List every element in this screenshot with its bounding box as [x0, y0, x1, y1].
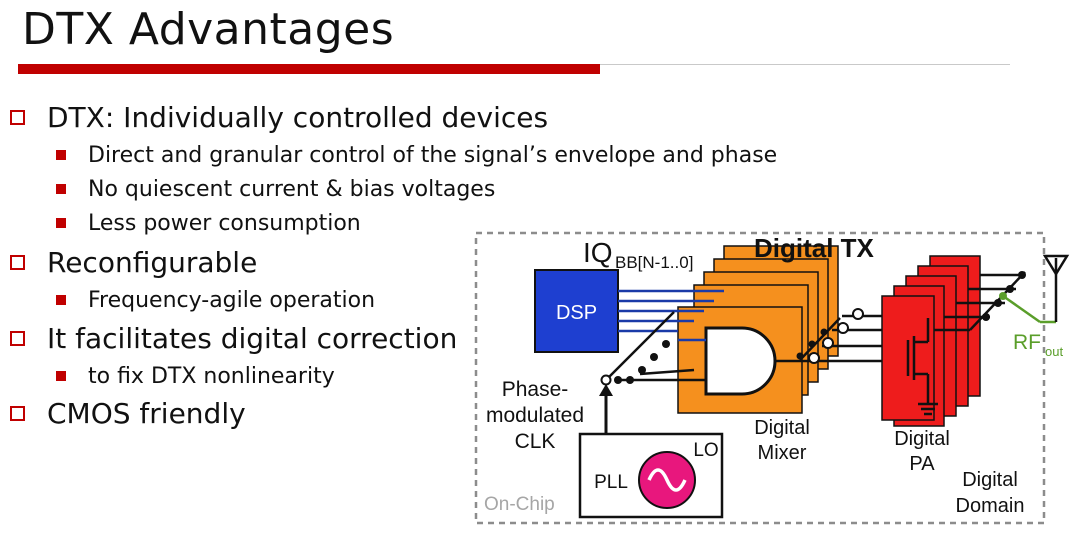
rf-out-label: RF: [1013, 331, 1041, 354]
digital-pa-stack: [881, 255, 981, 427]
hollow-square-bullet-icon: [10, 406, 25, 421]
bullet-text: CMOS friendly: [47, 397, 246, 430]
bullet-l2: Direct and granular control of the signa…: [56, 143, 777, 168]
junction-dot-icon: [626, 376, 634, 384]
domain-label-line1: Digital: [962, 469, 1018, 491]
bullet-l2: to fix DTX nonlinearity: [56, 364, 335, 389]
bullet-l1: Reconfigurable: [10, 246, 257, 279]
antenna-icon: [1042, 254, 1070, 277]
and-gate-icon: [704, 326, 777, 396]
phase-label-line1: Phase-: [502, 378, 569, 401]
junction-dot-icon: [638, 366, 646, 374]
output-node-icon: [837, 322, 849, 334]
output-node-icon: [822, 337, 834, 349]
junction-dot-icon: [796, 352, 804, 360]
dsp-label: DSP: [556, 302, 597, 324]
output-node-icon: [808, 352, 820, 364]
iq-subscript: BB[N-1..0]: [615, 253, 693, 272]
lo-label: LO: [693, 440, 718, 461]
bullet-l1: CMOS friendly: [10, 397, 246, 430]
sine-wave-icon: [647, 468, 687, 492]
transistor-icon: [906, 318, 938, 416]
digital-mixer-stack: [677, 245, 839, 414]
pa-label-line2: PA: [909, 453, 935, 475]
bullet-text: It facilitates digital correction: [47, 322, 458, 355]
junction-dot-icon: [994, 299, 1002, 307]
pa-label-line1: Digital: [894, 428, 950, 450]
clk-node-icon: [600, 374, 612, 386]
bullet-l1: It facilitates digital correction: [10, 322, 457, 355]
up-arrow-icon: [599, 384, 613, 396]
bullet-text: Reconfigurable: [47, 246, 258, 279]
filled-square-bullet-icon: [56, 295, 66, 305]
junction-dot-icon: [614, 376, 622, 384]
clock-lines: [605, 311, 706, 382]
hollow-square-bullet-icon: [10, 331, 25, 346]
digital-tx-label: Digital TX: [754, 233, 875, 263]
bullet-text: No quiescent current & bias voltages: [88, 177, 496, 202]
domain-label-line2: Domain: [956, 495, 1025, 517]
hollow-square-bullet-icon: [10, 255, 25, 270]
mixer-label-line1: Digital: [754, 417, 810, 439]
junction-dot-icon: [1006, 285, 1014, 293]
phase-label-line2: modulated: [486, 404, 584, 427]
filled-square-bullet-icon: [56, 371, 66, 381]
junction-dot-icon: [820, 328, 828, 336]
bullet-l2: Frequency-agile operation: [56, 288, 375, 313]
bullet-text: Frequency-agile operation: [88, 288, 376, 313]
filled-square-bullet-icon: [56, 218, 66, 228]
mixer-label-line2: Mixer: [758, 442, 807, 464]
title-accent-bar: [18, 64, 600, 74]
rf-out-subscript: out: [1045, 344, 1063, 359]
bullet-l2: No quiescent current & bias voltages: [56, 177, 495, 202]
bullet-l2: Less power consumption: [56, 211, 361, 236]
slide-title: DTX Advantages: [22, 4, 395, 55]
phase-label-line3: CLK: [515, 430, 556, 453]
hollow-square-bullet-icon: [10, 110, 25, 125]
bullet-l1: DTX: Individually controlled devices: [10, 101, 548, 134]
bullet-text: to fix DTX nonlinearity: [88, 364, 335, 389]
bullet-text: DTX: Individually controlled devices: [47, 101, 549, 134]
iq-label: IQ: [583, 237, 613, 268]
junction-dot-icon: [808, 340, 816, 348]
bullet-text: Direct and granular control of the signa…: [88, 143, 778, 168]
output-node-icon: [852, 308, 864, 320]
junction-dot-icon: [662, 340, 670, 348]
rf-output-line: [1002, 294, 1041, 324]
junction-dot-icon: [650, 353, 658, 361]
junction-dot-icon: [982, 313, 990, 321]
bullet-text: Less power consumption: [88, 211, 361, 236]
iq-bus-lines: [618, 289, 724, 342]
pll-label: PLL: [594, 472, 628, 493]
junction-dot-icon: [1018, 271, 1026, 279]
filled-square-bullet-icon: [56, 184, 66, 194]
filled-square-bullet-icon: [56, 150, 66, 160]
on-chip-label: On-Chip: [484, 494, 555, 515]
